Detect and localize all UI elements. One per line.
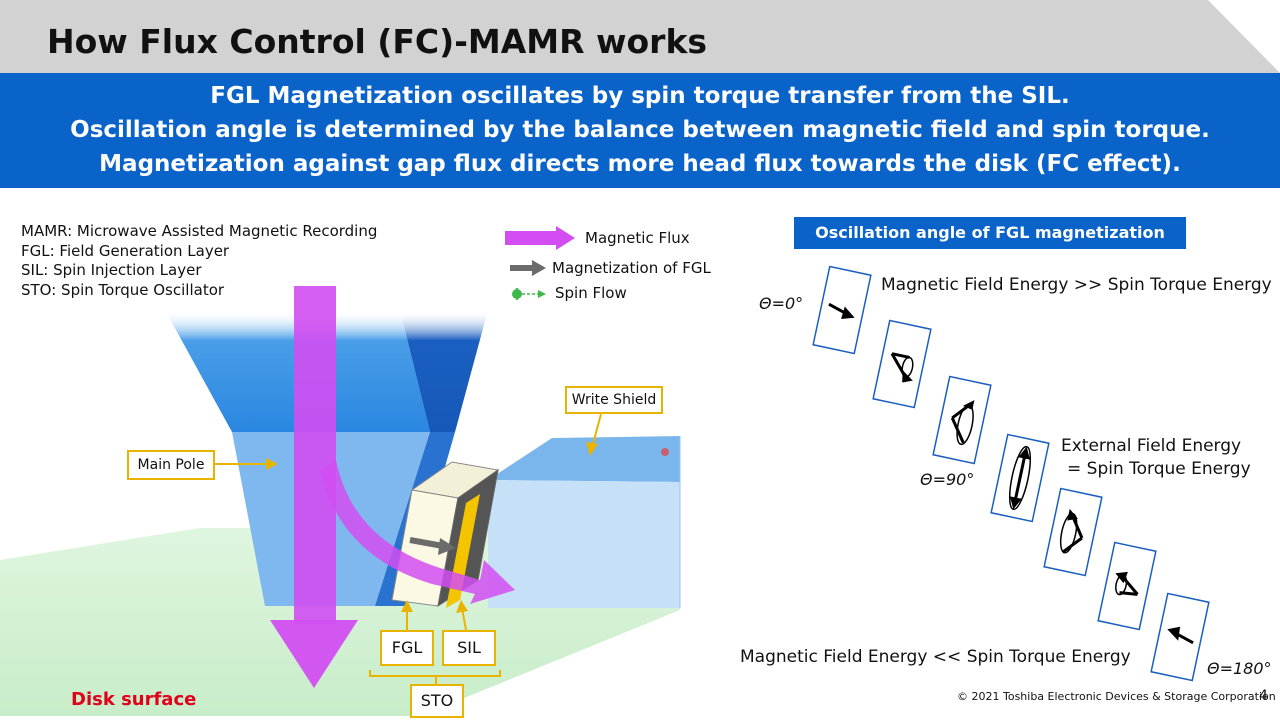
oscillation-title: Oscillation angle of FGL magnetization	[794, 217, 1186, 249]
legend-fgl-magnetization: Magnetization of FGL	[552, 259, 711, 277]
angle-180-label: Θ=180°	[1207, 659, 1272, 678]
page-number: 4	[1259, 688, 1268, 704]
summary-banner	[0, 73, 1280, 188]
fgl-cell-4	[990, 433, 1050, 523]
disk-surface-label: Disk surface	[71, 689, 197, 710]
glossary-sto: STO: Spin Torque Oscillator	[21, 280, 225, 299]
glossary: MAMR: Microwave Assisted Magnetic Record…	[21, 222, 377, 300]
slide-title: How Flux Control (FC)-MAMR works	[47, 22, 708, 61]
legend-spin-flow: Spin Flow	[555, 284, 627, 302]
angle-90-label: Θ=90°	[920, 470, 975, 489]
write-shield-top	[488, 436, 680, 482]
banner-line-3: Magnetization against gap flux directs m…	[99, 151, 1181, 177]
glossary-mamr: MAMR: Microwave Assisted Magnetic Record…	[21, 222, 378, 240]
balance-text-2: = Spin Torque Energy	[1067, 459, 1251, 479]
title-bar-corner	[1208, 0, 1280, 73]
main-pole-label: Main Pole	[127, 450, 215, 480]
fgl-cell-2	[872, 319, 932, 409]
main-pole-upper-right	[400, 310, 488, 432]
write-shield-front	[488, 480, 680, 608]
fgl-cell-6	[1097, 541, 1157, 631]
glossary-sil: SIL: Spin Injection Layer	[21, 261, 202, 279]
fgl-label: FGL	[380, 630, 434, 666]
legend-magnetic-flux: Magnetic Flux	[585, 229, 690, 247]
field-dominant-text: Magnetic Field Energy >> Spin Torque Ene…	[881, 275, 1272, 295]
write-shield-label: Write Shield	[565, 386, 663, 414]
title-bar	[0, 0, 1280, 73]
sil-label: SIL	[442, 630, 496, 666]
fgl-cell-1	[812, 265, 872, 355]
sto-label: STO	[410, 684, 464, 718]
angle-0-label: Θ=0°	[759, 294, 804, 313]
glossary-fgl: FGL: Field Generation Layer	[21, 241, 230, 260]
fgl-cell-3	[932, 375, 992, 465]
balance-text-1: External Field Energy	[1061, 436, 1242, 456]
banner-line-2: Oscillation angle is determined by the b…	[70, 117, 1210, 143]
fgl-cell-7	[1150, 592, 1210, 682]
copyright-footer: © 2021 Toshiba Electronic Devices & Stor…	[957, 690, 1276, 703]
banner-line-1: FGL Magnetization oscillates by spin tor…	[210, 83, 1070, 109]
fgl-cell-5	[1043, 487, 1103, 577]
torque-dominant-text: Magnetic Field Energy << Spin Torque Ene…	[740, 647, 1131, 667]
